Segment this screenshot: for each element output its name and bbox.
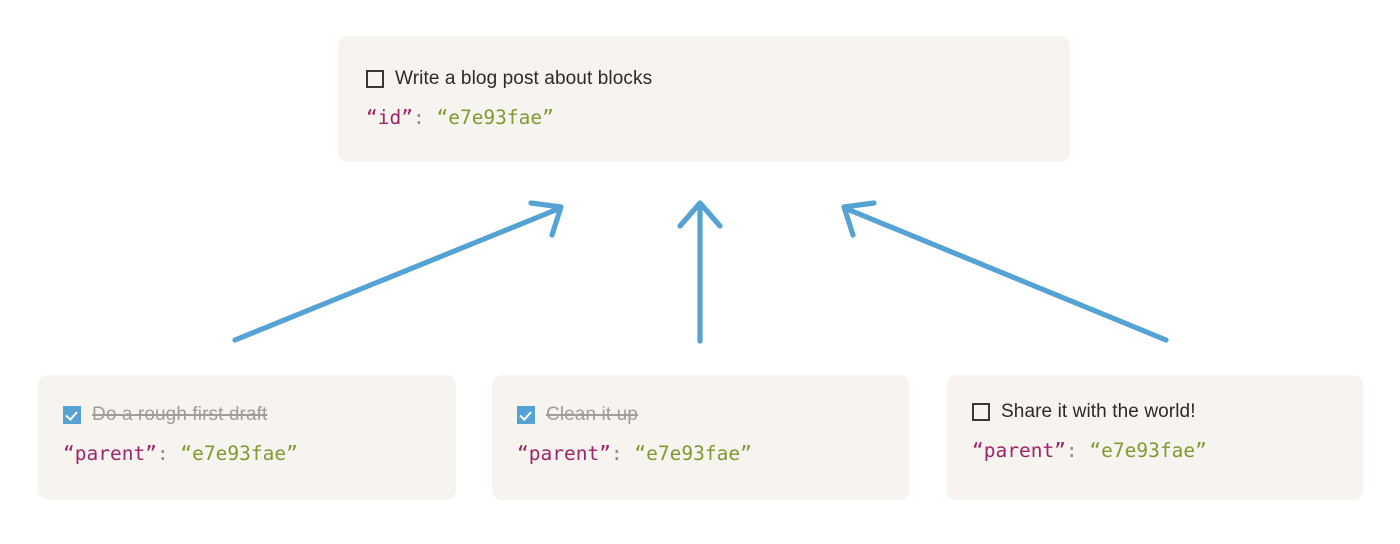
json-key-parent: “parent” — [972, 439, 1066, 462]
child-json-row: “parent”: “e7e93fae” — [972, 439, 1343, 462]
json-value-parent: “e7e93fae” — [180, 442, 298, 465]
checkbox-empty-icon[interactable] — [972, 403, 990, 421]
child-task-label: Share it with the world! — [1001, 401, 1196, 422]
child-task-label: Do a rough first draft — [92, 404, 268, 425]
json-key-parent: “parent” — [63, 442, 157, 465]
checkbox-empty-icon[interactable] — [366, 70, 384, 88]
child-block-card[interactable]: Clean it up “parent”: “e7e93fae” — [492, 375, 909, 500]
json-colon: : — [610, 442, 623, 465]
child-card-content: Share it with the world! “parent”: “e7e9… — [972, 399, 1343, 462]
json-value-parent: “e7e93fae” — [1089, 439, 1207, 462]
json-key-id: “id” — [366, 106, 413, 129]
child-task-row: Share it with the world! — [972, 399, 1343, 425]
parent-task-row: Write a blog post about blocks — [366, 66, 1050, 92]
child-task-row: Clean it up — [517, 402, 889, 428]
json-spacer — [623, 442, 635, 465]
json-spacer — [1078, 439, 1090, 462]
checkbox-checked-icon[interactable] — [63, 406, 81, 424]
json-colon: : — [412, 106, 425, 129]
child-card-content: Do a rough first draft “parent”: “e7e93f… — [63, 402, 436, 465]
json-spacer — [425, 106, 437, 129]
json-spacer — [169, 442, 181, 465]
child-block-card[interactable]: Do a rough first draft “parent”: “e7e93f… — [38, 375, 456, 500]
parent-json-row: “id”: “e7e93fae” — [366, 106, 1050, 129]
arrow-child3-to-parent — [841, 200, 1169, 343]
json-colon: : — [1065, 439, 1078, 462]
child-json-row: “parent”: “e7e93fae” — [63, 442, 436, 465]
arrow-child2-to-parent — [677, 200, 723, 344]
json-value-parent: “e7e93fae” — [634, 442, 752, 465]
child-block-card[interactable]: Share it with the world! “parent”: “e7e9… — [947, 375, 1363, 500]
checkbox-checked-icon[interactable] — [517, 406, 535, 424]
child-card-content: Clean it up “parent”: “e7e93fae” — [517, 402, 889, 465]
json-value-id: “e7e93fae” — [436, 106, 554, 129]
json-key-parent: “parent” — [517, 442, 611, 465]
parent-card-content: Write a blog post about blocks “id”: “e7… — [366, 66, 1050, 129]
arrow-child1-to-parent — [232, 200, 564, 343]
json-colon: : — [156, 442, 169, 465]
child-task-row: Do a rough first draft — [63, 402, 436, 428]
parent-block-card[interactable]: Write a blog post about blocks “id”: “e7… — [338, 36, 1070, 162]
child-json-row: “parent”: “e7e93fae” — [517, 442, 889, 465]
parent-task-label: Write a blog post about blocks — [395, 68, 653, 89]
child-task-label: Clean it up — [546, 404, 638, 425]
